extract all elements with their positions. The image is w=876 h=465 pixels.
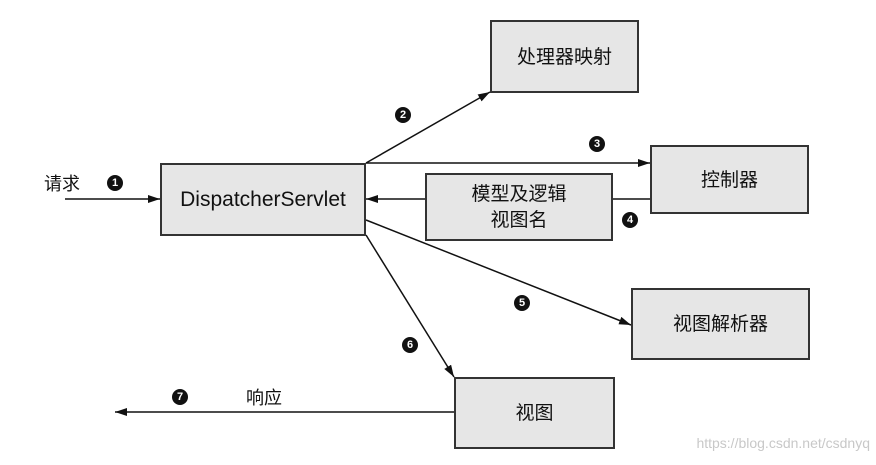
step-6-badge: 6 xyxy=(402,337,418,353)
step-7-badge: 7 xyxy=(172,389,188,405)
step-5-badge: 5 xyxy=(514,295,530,311)
view-label: 视图 xyxy=(515,402,554,424)
watermark: https://blog.csdn.net/csdnyq xyxy=(696,435,870,451)
model-view-name-box: 模型及逻辑视图名 xyxy=(425,173,613,241)
step-4-badge: 4 xyxy=(622,212,638,228)
arrow-to-handler-mapping xyxy=(365,91,491,164)
step-3-badge: 3 xyxy=(589,136,605,152)
controller-label: 控制器 xyxy=(700,168,758,191)
view-resolver-box: 视图解析器 xyxy=(631,288,810,360)
controller-box: 控制器 xyxy=(650,145,809,214)
handler-mapping-box: 处理器映射 xyxy=(490,20,639,93)
handler-mapping-label: 处理器映射 xyxy=(516,45,612,68)
step-2-badge: 2 xyxy=(395,107,411,123)
arrow-to-view-resolver xyxy=(365,219,632,326)
model-view-line1: 模型及逻辑 xyxy=(471,183,567,205)
view-resolver-label: 视图解析器 xyxy=(672,313,768,335)
arrow-to-view xyxy=(365,234,455,378)
step-1-badge: 1 xyxy=(107,175,123,191)
response-label: 响应 xyxy=(246,388,282,409)
dispatcher-label: DispatcherServlet xyxy=(180,187,346,211)
model-view-line2: 视图名 xyxy=(490,209,548,231)
dispatcher-servlet-box: DispatcherServlet xyxy=(160,163,366,236)
view-box: 视图 xyxy=(454,377,615,449)
request-label: 请求 xyxy=(44,174,80,195)
